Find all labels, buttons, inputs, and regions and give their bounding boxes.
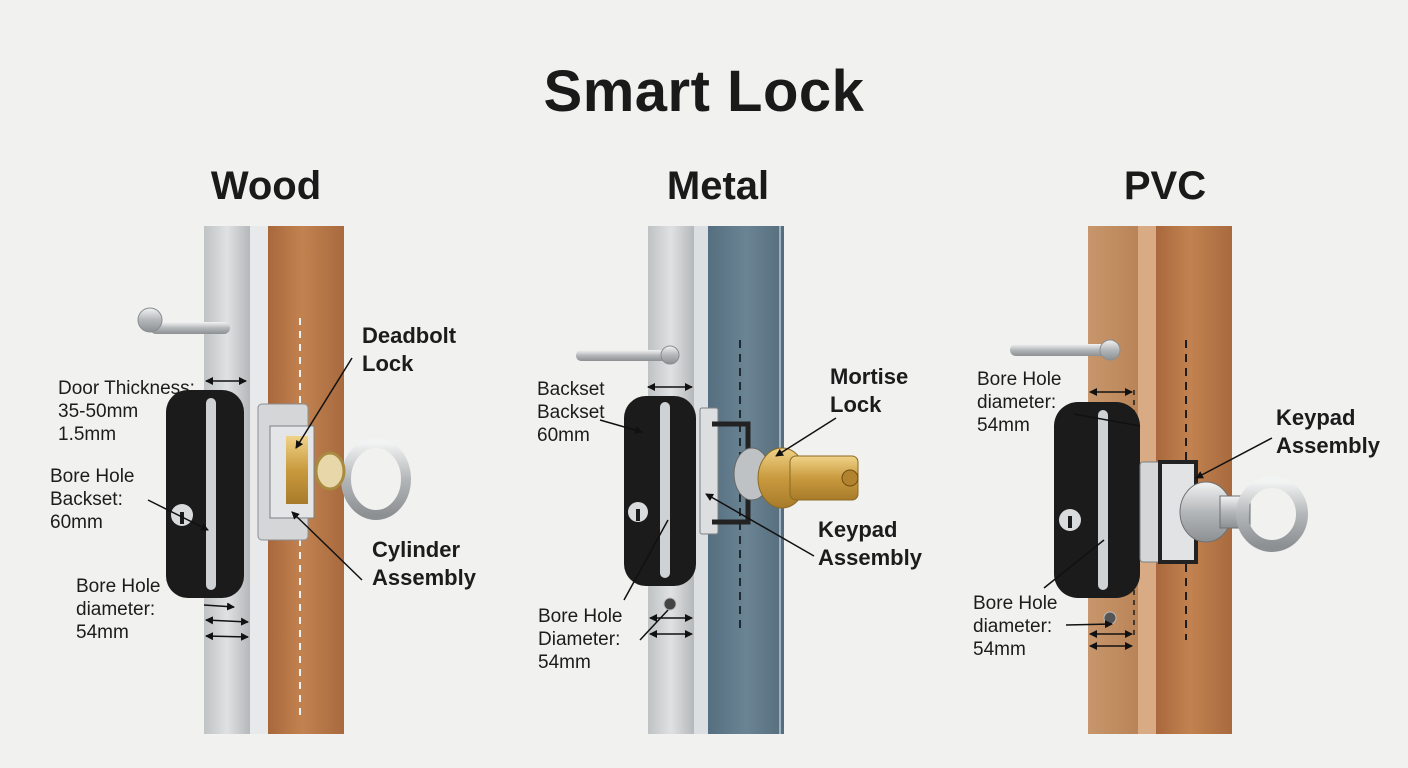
metal-backset-label: Backset Backset 60mm xyxy=(537,379,605,446)
pvc-keyhole-slot xyxy=(1068,516,1072,528)
metal-faceplate xyxy=(699,407,719,535)
wood-diameter-pointer xyxy=(203,602,235,611)
wood-door-section xyxy=(137,226,411,734)
pvc-bore-diameter-bottom-label: Bore Hole diameter: 54mm xyxy=(973,593,1058,660)
metal-cylinder-end xyxy=(841,469,859,487)
metal-mortise-label: Mortise Lock xyxy=(830,364,909,417)
wood-deadbolt-label: Deadbolt Lock xyxy=(362,323,457,376)
wood-cylinder-leader xyxy=(291,511,363,581)
pvc-keypad-label: Keypad Assembly xyxy=(1276,405,1380,458)
pvc-inner-leader xyxy=(1043,539,1105,589)
metal-diameter-pointer xyxy=(639,609,669,641)
metal-keypad-label: Keypad Assembly xyxy=(818,517,922,570)
pvc-keypad-trim xyxy=(1098,410,1108,590)
wood-lever-handle xyxy=(150,322,230,334)
metal-mortise-leader xyxy=(775,417,837,457)
wood-bore-diameter-label: Bore Hole diameter: 54mm xyxy=(76,576,161,643)
wood-keypad-body xyxy=(166,390,244,598)
pvc-keypad-body xyxy=(1054,402,1140,598)
metal-bore-diameter-label: Bore Hole Diameter: 54mm xyxy=(538,606,623,673)
pvc-keypad-leader xyxy=(1195,437,1273,479)
wood-handle-knob xyxy=(137,307,163,333)
wood-section-title: Wood xyxy=(210,164,322,208)
metal-keypad-trim xyxy=(660,402,670,578)
pvc-screw xyxy=(1103,611,1117,625)
wood-keyhole-slot xyxy=(180,512,184,524)
metal-backset-pointer xyxy=(599,419,643,434)
wood-deadbolt-brass xyxy=(286,436,308,504)
pvc-bore-diameter-top-label: Bore Hole diameter: 54mm xyxy=(977,369,1062,436)
metal-screw xyxy=(663,597,677,611)
wood-backset-pointer xyxy=(147,499,209,531)
metal-keypad-inner-leader xyxy=(623,519,669,601)
page-title: Smart Lock xyxy=(543,59,865,124)
pvc-lever-handle xyxy=(1010,344,1114,356)
wood-diameter-dimension-1 xyxy=(205,616,249,626)
pvc-cylinder-ring xyxy=(1236,476,1308,552)
metal-lever-handle xyxy=(576,350,678,361)
wood-door-thickness-label: Door Thickness: 35-50mm 1.5mm xyxy=(58,378,195,445)
pvc-handle-rosette xyxy=(1099,339,1121,361)
pvc-diameter-pointer xyxy=(1065,620,1113,629)
metal-handle-rosette xyxy=(660,345,680,365)
wood-cylinder-label: Cylinder Assembly xyxy=(372,537,476,590)
wood-bore-backset-label: Bore Hole Backset: 60mm xyxy=(50,466,135,533)
metal-keyhole-slot xyxy=(636,509,640,521)
wood-keypad-trim xyxy=(206,398,216,590)
wood-deadbolt-leader xyxy=(295,357,353,449)
wood-diameter-dimension-2 xyxy=(205,632,249,641)
pvc-top-pointer xyxy=(1073,413,1141,427)
wood-cylinder-collar xyxy=(314,451,346,491)
metal-door-section xyxy=(576,226,859,734)
metal-section-title: Metal xyxy=(666,164,770,208)
pvc-door-section xyxy=(1010,226,1308,734)
metal-keypad-leader xyxy=(705,493,815,557)
pvc-section-title: PVC xyxy=(1123,164,1207,208)
wood-cylinder-ring xyxy=(341,438,411,520)
